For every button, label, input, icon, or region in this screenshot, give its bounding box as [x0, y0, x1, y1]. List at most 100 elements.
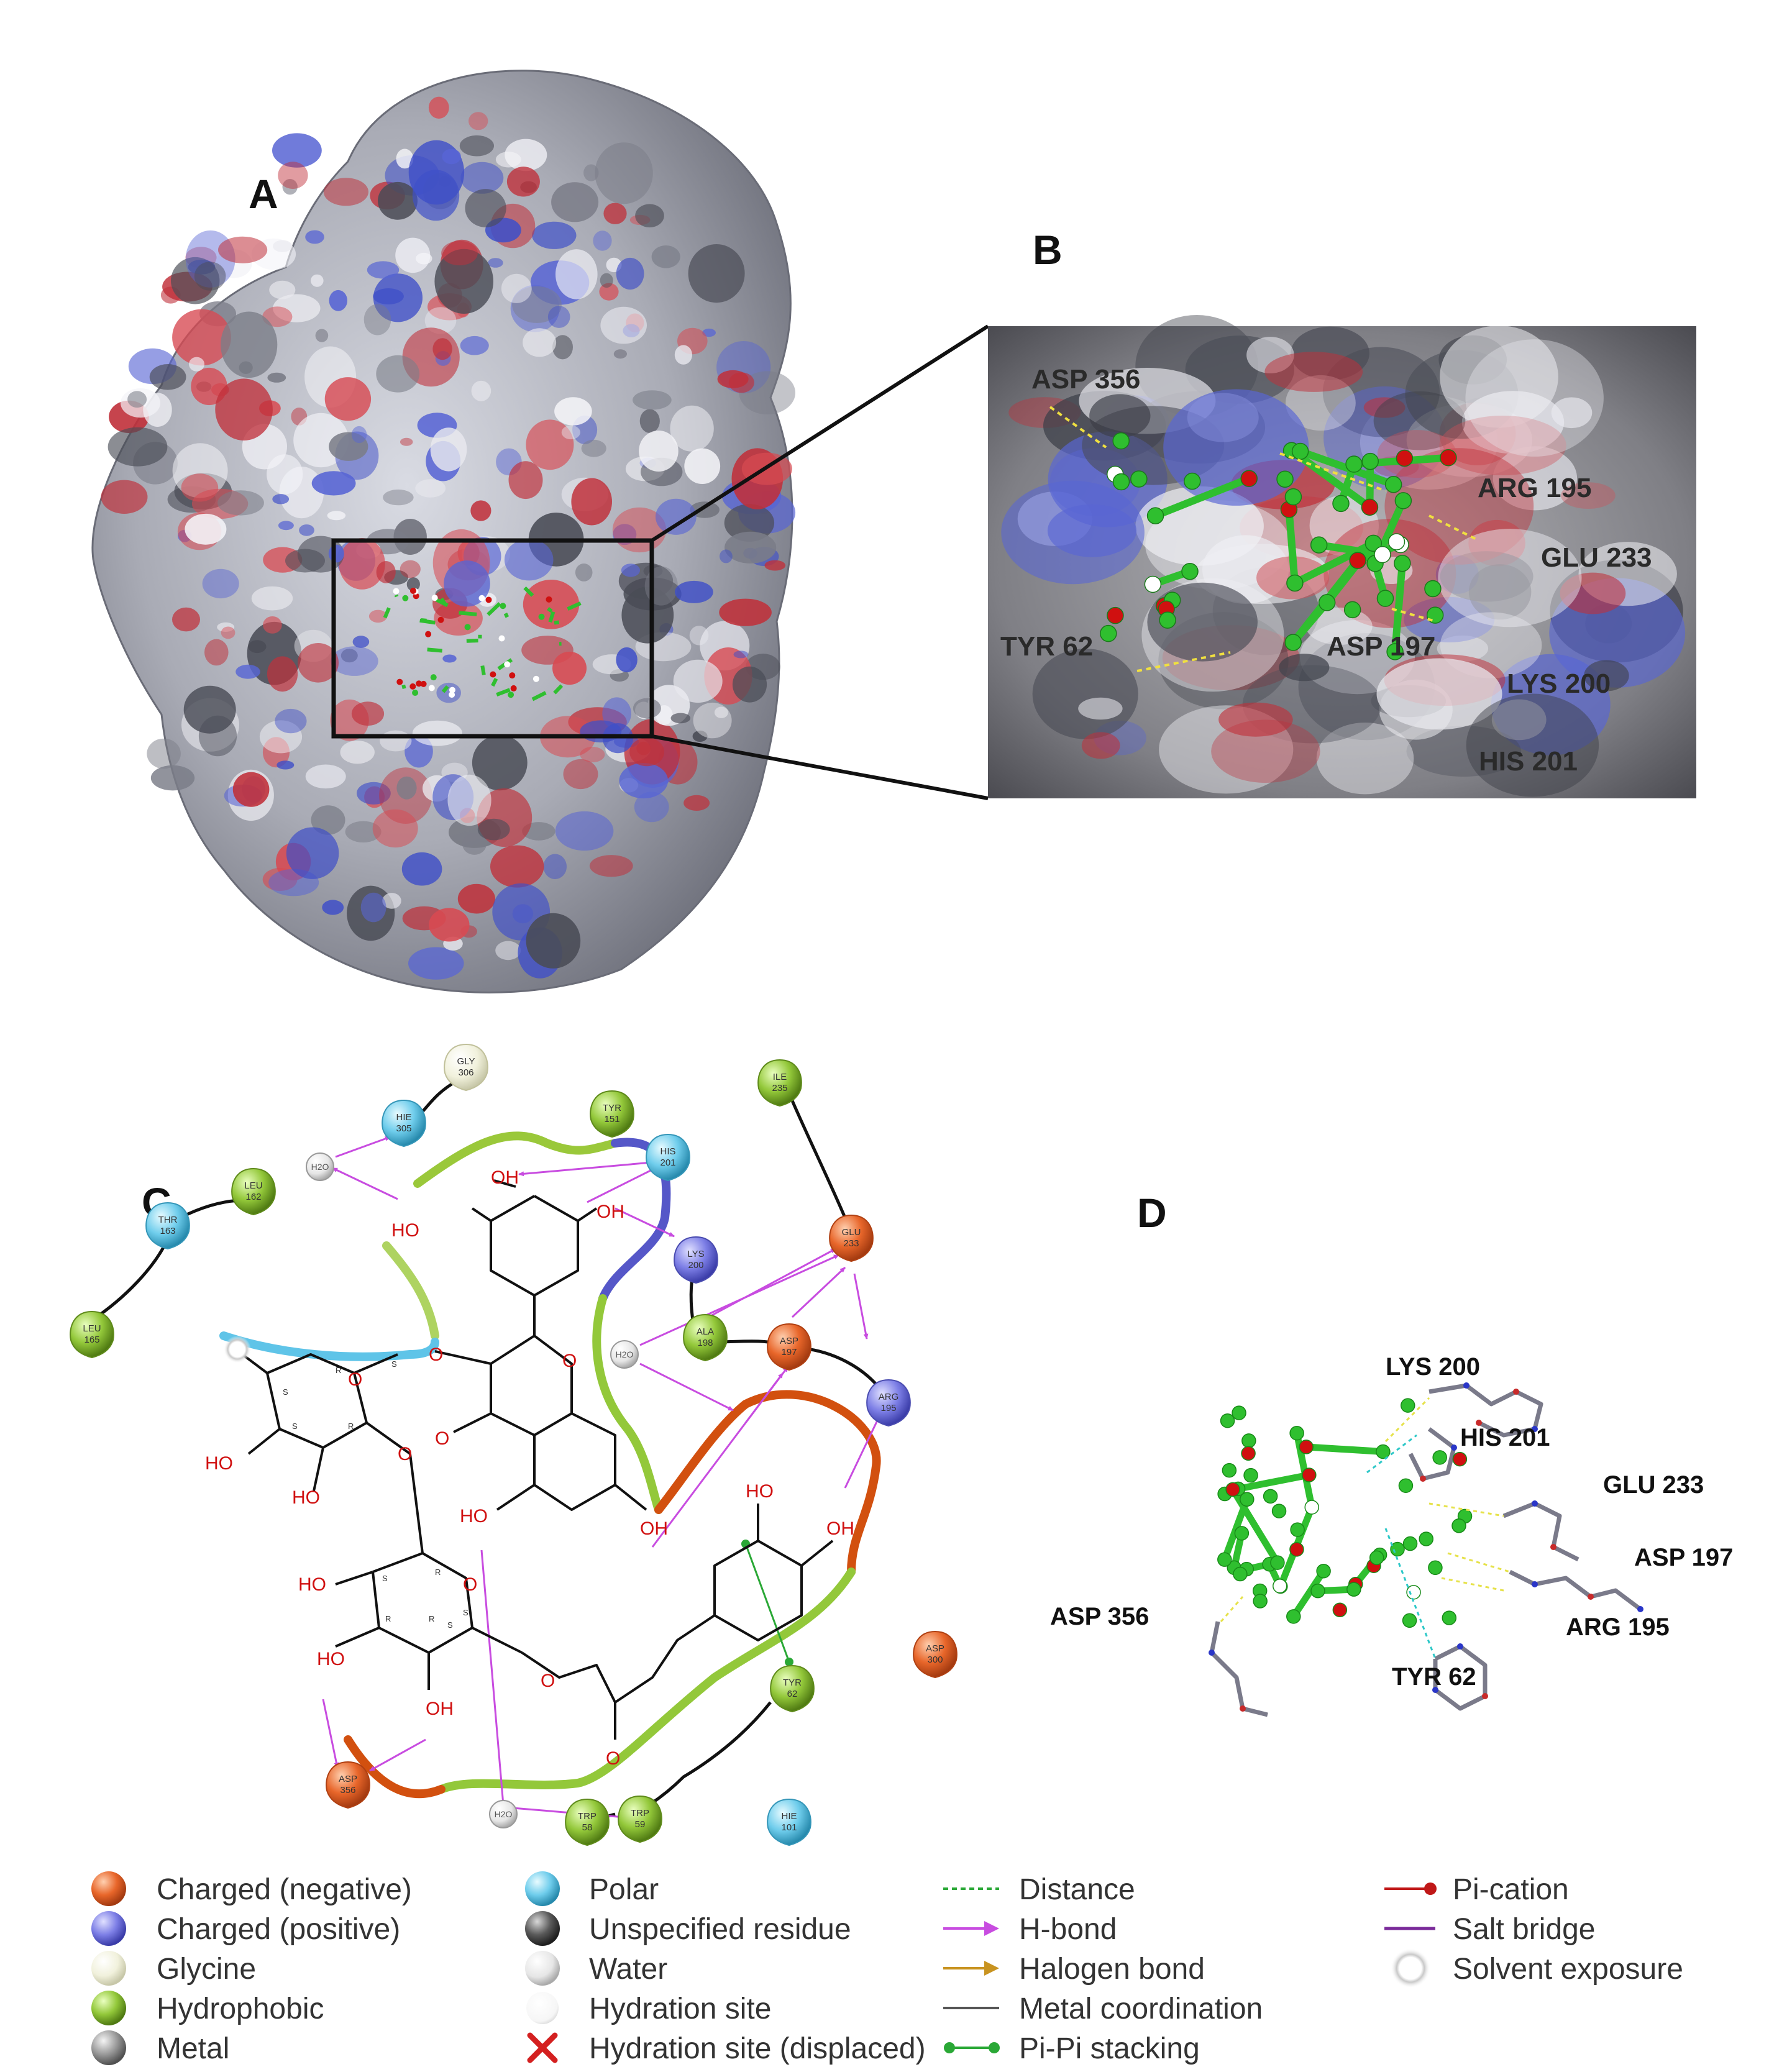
stereo-mark: S: [447, 1620, 453, 1630]
stick-atom: [1457, 1643, 1463, 1650]
surface-patch: [415, 479, 446, 498]
ligand-atom: [1222, 1463, 1237, 1478]
atom-oh-b-top: OH: [491, 1167, 519, 1188]
surface-patch: [396, 148, 414, 169]
legend-label-unspecified: Unspecified residue: [589, 1913, 851, 1946]
zoom-label-asp197: ASP 197: [1327, 631, 1435, 662]
mini-atom: [500, 603, 506, 609]
residue-disc: [770, 1664, 815, 1713]
legend-swatch-positive: [91, 1911, 126, 1946]
ligand-atom: [1271, 1504, 1287, 1518]
surface-patch: [368, 609, 387, 623]
surface-patch: [322, 900, 344, 915]
zoom-surface-patch: [1264, 352, 1363, 392]
bond-oh-7: [614, 1484, 647, 1511]
residue-disc: [646, 1133, 690, 1182]
ligand-atom: [1263, 1489, 1278, 1504]
surface-patch: [383, 489, 414, 506]
surface-patch: [378, 181, 418, 220]
surface-patch: [633, 390, 672, 410]
panel-d-3d-interaction: D LYS 200 HIS 201 GLU 233 ASP 197 ASP 35…: [1050, 1190, 1733, 1717]
dash-his201: [1366, 1434, 1417, 1474]
surface-patch: [272, 133, 322, 168]
legend-label-hydration-displaced: Hydration site (displaced): [589, 2032, 926, 2065]
residue-number: 101: [781, 1822, 797, 1833]
ligand-atom: [1234, 1526, 1250, 1541]
surface-patch: [429, 908, 470, 942]
stereo-mark: R: [435, 1568, 441, 1577]
ligand-atom: [1232, 1405, 1246, 1420]
stick-atom: [1532, 1581, 1538, 1587]
surface-patch: [221, 311, 278, 378]
zoom-surface-patch: [1089, 394, 1151, 438]
zoom-surface-patch: [1376, 658, 1502, 730]
hbond-sugar-water: [480, 1549, 506, 1805]
bond-c4-carbonyl: [453, 1412, 491, 1433]
surface-patch: [434, 249, 493, 314]
surface-patch: [278, 521, 294, 531]
surface-patch: [107, 427, 168, 467]
legend-label-negative: Charged (negative): [157, 1873, 412, 1906]
surface-patch: [382, 893, 401, 909]
legend-swatch-hydrophobic: [91, 1991, 126, 2025]
surface-patch: [593, 230, 612, 251]
surface-patch: [733, 650, 749, 659]
stereo-mark: S: [292, 1422, 298, 1431]
surface-patch: [441, 240, 478, 266]
mini-bond: [548, 611, 555, 623]
zoom-atom: [1361, 498, 1379, 516]
zoom-surface-patches: [1001, 314, 1686, 797]
surface-patch: [432, 338, 452, 360]
residue-name: THR: [158, 1215, 178, 1225]
zoom-surface-patch: [1440, 326, 1558, 428]
atom-oh-b-right: OH: [597, 1202, 624, 1222]
surface-patch: [501, 273, 532, 303]
surface-patch: [305, 230, 324, 244]
zoom-atom: [1364, 534, 1383, 552]
atom-o-carbonyl-ester: O: [606, 1748, 620, 1769]
legend-label-hydration-site: Hydration site: [589, 1992, 771, 2025]
surface-patch: [670, 713, 691, 724]
mini-atom: [478, 595, 485, 601]
ligand-atom: [1290, 1522, 1305, 1537]
stick-atom: [1420, 1476, 1426, 1482]
zoom-bond: [1151, 475, 1253, 520]
legend-swatch-water: [525, 1951, 560, 1986]
surface-patch: [373, 273, 423, 322]
water-molecule: H2O: [306, 1152, 334, 1181]
surface-patch: [714, 706, 728, 718]
mini-bond: [567, 601, 582, 611]
surface-patch: [552, 335, 573, 360]
surface-patch: [717, 370, 749, 388]
zoom-ligand-ball-stick: [1049, 406, 1479, 672]
zoom-atom: [1112, 432, 1130, 450]
surface-patch: [552, 651, 587, 685]
mini-atom: [428, 685, 435, 691]
surface-patch: [490, 845, 544, 888]
residue-disc: [767, 1323, 811, 1371]
surface-patch: [412, 170, 460, 221]
residue-disc: [70, 1310, 114, 1359]
zoom-bond: [1391, 559, 1406, 655]
surface-patch: [221, 626, 235, 639]
ligand-atom: [1299, 1440, 1314, 1454]
residue-disc: [683, 1313, 728, 1362]
surface-patch: [329, 290, 347, 311]
legend-label-hydrophobic: Hydrophobic: [157, 1992, 324, 2025]
surface-patch: [692, 730, 708, 742]
mini-atom: [409, 587, 416, 594]
residue-number: 163: [160, 1226, 175, 1236]
stereo-mark: R: [385, 1614, 391, 1623]
surface-patch: [563, 759, 598, 790]
residue-name: LYS: [687, 1249, 704, 1259]
legend-swatch-pi-cation-icon: [1384, 1883, 1437, 1895]
stereo-mark: R: [336, 1366, 341, 1375]
atom-o-carbonyl: O: [435, 1428, 449, 1449]
surface-patch: [495, 941, 521, 961]
